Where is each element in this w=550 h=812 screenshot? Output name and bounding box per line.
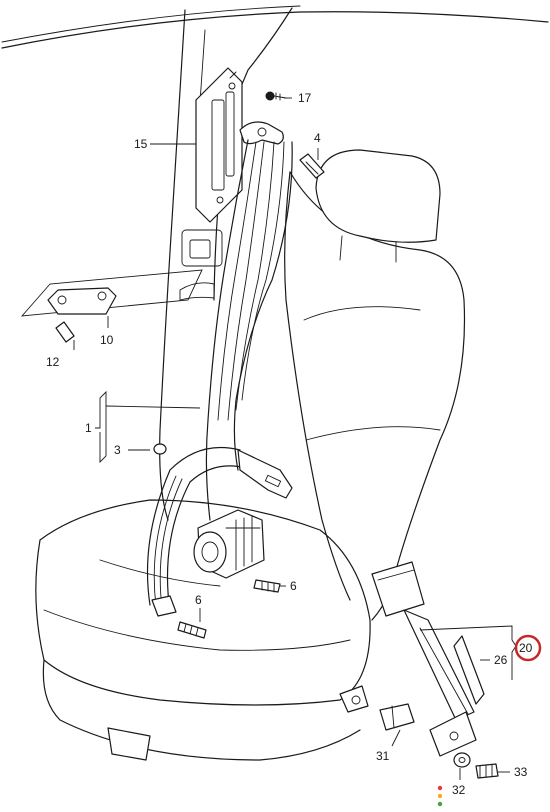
callout-leaders <box>73 97 517 780</box>
status-dot-green <box>437 801 443 807</box>
seat-side-mount <box>339 685 369 713</box>
highlight-ring <box>514 634 542 662</box>
washer <box>453 752 471 768</box>
callout-6-lower: 6 <box>195 593 202 607</box>
belt-retractor <box>193 509 265 579</box>
callout-1: 1 <box>85 421 92 435</box>
belt-webbing <box>146 139 293 613</box>
cap <box>153 443 167 455</box>
bolt-6-retractor <box>253 579 281 593</box>
callout-26: 26 <box>494 653 508 667</box>
mounting-bracket <box>379 703 415 731</box>
status-dot-amber <box>437 793 443 799</box>
upper-belt-guide <box>239 121 284 145</box>
callout-6-upper: 6 <box>290 579 297 593</box>
callout-10: 10 <box>100 333 114 347</box>
bolt-17 <box>265 91 287 101</box>
callout-17: 17 <box>298 91 312 105</box>
anchor-rail-inset <box>20 269 203 343</box>
callout-15: 15 <box>134 137 148 151</box>
bolt-6-lower <box>151 595 207 639</box>
seat-headrest <box>315 149 441 263</box>
height-adjuster <box>195 67 243 223</box>
callout-12: 12 <box>46 355 60 369</box>
bolt-4 <box>299 153 325 179</box>
callout-3: 3 <box>114 443 121 457</box>
status-dots <box>437 785 443 807</box>
callout-4: 4 <box>314 131 321 145</box>
bolt-33 <box>475 763 499 779</box>
belt-buckle-assembly <box>371 561 477 757</box>
seat-cushion <box>35 499 371 761</box>
status-dot-red <box>437 785 443 791</box>
highlighted-callout-20[interactable]: 20 <box>514 634 542 662</box>
vehicle-roof-outline <box>1 5 549 49</box>
cover-strip <box>453 635 485 705</box>
callout-20: 20 <box>519 641 533 655</box>
callout-33: 33 <box>514 765 528 779</box>
callout-31: 31 <box>376 749 390 763</box>
callout-32: 32 <box>452 783 466 797</box>
